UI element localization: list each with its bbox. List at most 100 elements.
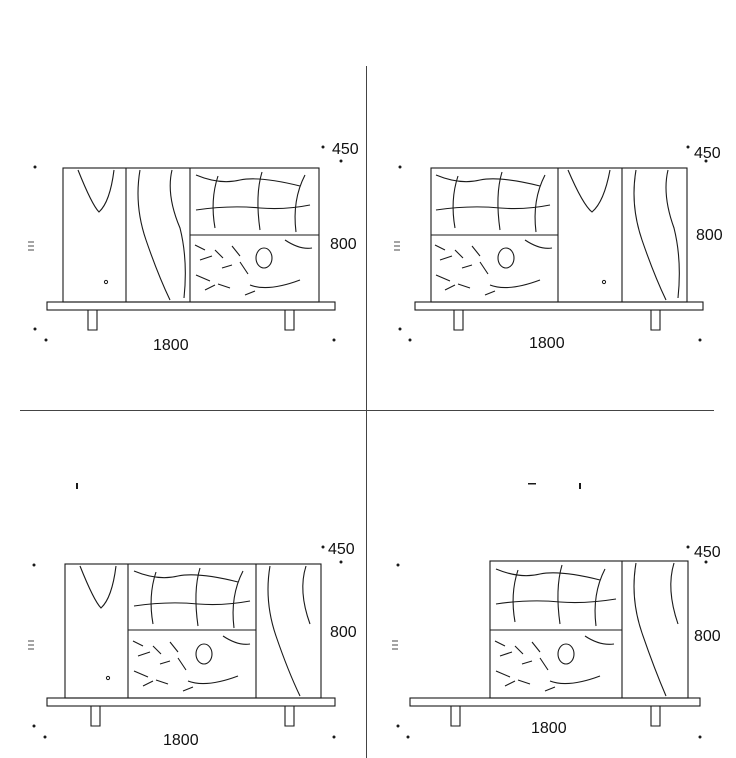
dot bbox=[686, 145, 690, 149]
line-art bbox=[195, 174, 301, 187]
depth-dimension: 450 bbox=[694, 145, 721, 162]
triple-bar-icon bbox=[392, 640, 398, 650]
cabinet-variant-top-right: 1800 450 800 bbox=[368, 0, 736, 379]
line-art bbox=[435, 174, 541, 187]
dot bbox=[406, 735, 410, 739]
dot bbox=[686, 545, 690, 549]
dot bbox=[698, 735, 702, 739]
line-art bbox=[567, 169, 611, 213]
mark bbox=[579, 483, 581, 489]
cabinet-variant-bottom-right: 1800 450 800 bbox=[368, 379, 736, 758]
width-dimension: 1800 bbox=[529, 335, 565, 352]
triple-bar-icon bbox=[394, 241, 400, 251]
line-art bbox=[195, 567, 201, 627]
height-dimension: 800 bbox=[694, 628, 721, 645]
triple-bar-icon bbox=[28, 640, 34, 650]
dot bbox=[398, 327, 402, 331]
dot bbox=[408, 338, 412, 342]
line-art bbox=[497, 171, 503, 231]
base-plinth bbox=[414, 301, 704, 311]
leg bbox=[87, 310, 98, 331]
dot bbox=[43, 735, 47, 739]
dot bbox=[44, 338, 48, 342]
line-art bbox=[452, 175, 459, 229]
leg bbox=[453, 310, 464, 331]
cabinet-variant-top-left: 1800 450 800 bbox=[0, 0, 368, 379]
eye bbox=[195, 643, 213, 665]
leg bbox=[650, 310, 661, 331]
height-dimension: 800 bbox=[696, 227, 723, 244]
dot bbox=[33, 165, 37, 169]
cabinet-drawing bbox=[28, 483, 343, 739]
dot bbox=[698, 338, 702, 342]
leg bbox=[284, 310, 295, 331]
hatch bbox=[132, 640, 179, 687]
line-art bbox=[79, 565, 117, 609]
dot bbox=[32, 724, 36, 728]
horizontal-divider bbox=[20, 410, 714, 411]
line-art bbox=[633, 562, 667, 697]
leg bbox=[650, 706, 661, 727]
leg bbox=[90, 706, 101, 727]
line-art bbox=[137, 169, 171, 301]
hatch bbox=[539, 635, 615, 692]
line-art bbox=[195, 204, 311, 211]
eye bbox=[255, 247, 273, 269]
width-dimension: 1800 bbox=[163, 732, 199, 749]
dot bbox=[339, 560, 343, 564]
hatch bbox=[494, 640, 541, 687]
line-art bbox=[267, 565, 301, 697]
knob bbox=[103, 279, 109, 285]
depth-dimension: 450 bbox=[332, 141, 359, 158]
dot bbox=[704, 159, 708, 163]
line-art bbox=[557, 564, 563, 625]
cabinet-drawing bbox=[392, 483, 708, 739]
dot bbox=[704, 560, 708, 564]
line-art bbox=[512, 569, 519, 623]
cabinet-drawing bbox=[394, 145, 708, 342]
line-art bbox=[594, 568, 606, 627]
dot bbox=[396, 563, 400, 567]
dot bbox=[332, 338, 336, 342]
line-art bbox=[670, 562, 679, 625]
line-art bbox=[232, 570, 244, 629]
knob bbox=[601, 279, 607, 285]
dot bbox=[332, 735, 336, 739]
line-art bbox=[495, 568, 601, 581]
height-dimension: 800 bbox=[330, 624, 357, 641]
knob bbox=[105, 675, 111, 681]
triple-bar-icon bbox=[28, 241, 34, 251]
leg bbox=[284, 706, 295, 727]
line-art bbox=[169, 169, 186, 299]
dot bbox=[398, 165, 402, 169]
dot bbox=[321, 145, 325, 149]
dot bbox=[33, 327, 37, 331]
base-plinth bbox=[409, 697, 701, 707]
base-plinth bbox=[46, 301, 336, 311]
hatch bbox=[177, 635, 251, 692]
cabinet-variant-bottom-left: 1800 450 800 bbox=[0, 379, 368, 758]
hatch bbox=[239, 239, 313, 296]
line-art bbox=[150, 571, 157, 625]
width-dimension: 1800 bbox=[531, 720, 567, 737]
base-plinth bbox=[46, 697, 336, 707]
mark bbox=[528, 483, 536, 485]
height-dimension: 800 bbox=[330, 236, 357, 253]
line-art bbox=[257, 171, 263, 231]
depth-dimension: 450 bbox=[328, 541, 355, 558]
mark bbox=[76, 483, 78, 489]
line-art bbox=[133, 570, 239, 583]
line-art bbox=[212, 175, 219, 229]
width-dimension: 1800 bbox=[153, 337, 189, 354]
cabinet-drawing bbox=[28, 145, 343, 342]
hatch bbox=[479, 239, 553, 296]
line-art bbox=[534, 174, 546, 233]
eye bbox=[557, 643, 575, 665]
line-art bbox=[302, 565, 311, 625]
dot bbox=[396, 724, 400, 728]
depth-dimension: 450 bbox=[694, 544, 721, 561]
line-art bbox=[77, 169, 115, 213]
line-art bbox=[495, 598, 617, 605]
vertical-divider bbox=[366, 66, 367, 758]
